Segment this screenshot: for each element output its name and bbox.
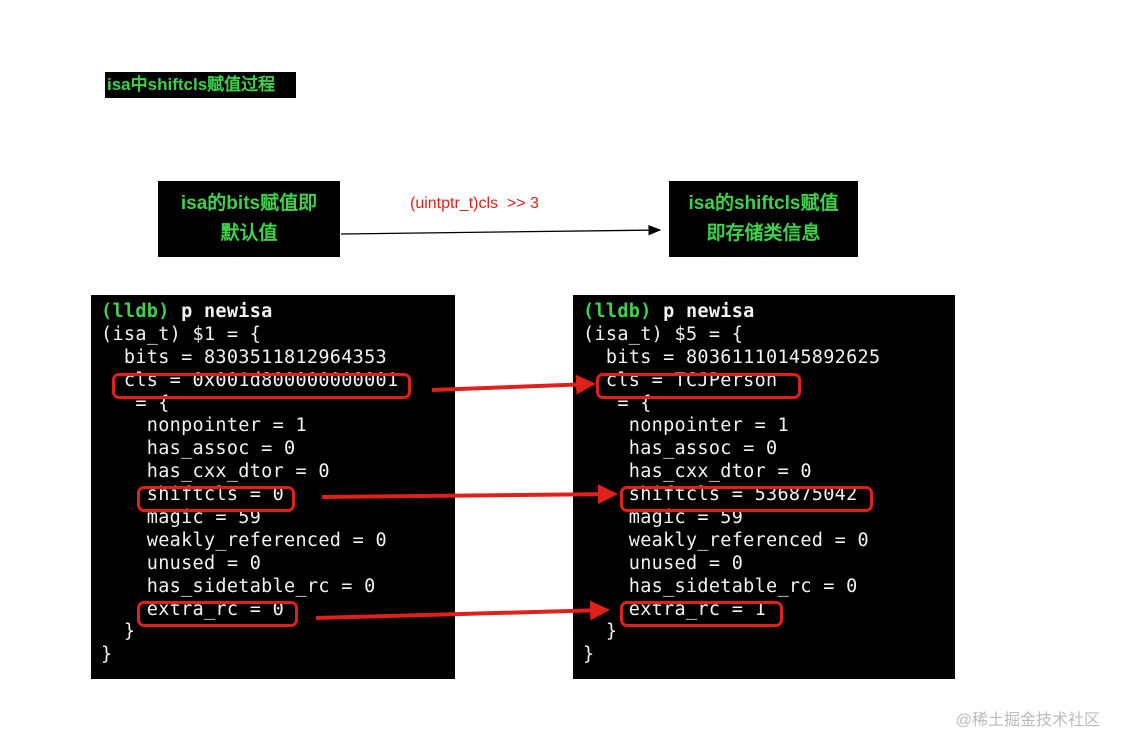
code-line: nonpointer = 1 bbox=[583, 415, 789, 437]
code-line: weakly_referenced = 0 bbox=[101, 529, 387, 551]
highlight-extra-rc-left bbox=[137, 601, 298, 627]
code-line: bits = 8036111014589262​5 bbox=[583, 346, 881, 368]
code-line: } bbox=[101, 621, 136, 643]
code-line: weakly_referenced = 0 bbox=[583, 529, 869, 551]
prompt: (lldb) bbox=[583, 301, 652, 322]
highlight-shiftcls-left bbox=[137, 486, 295, 512]
code-line: shiftcls = 0 bbox=[101, 484, 285, 506]
highlight-shiftcls-right bbox=[620, 486, 873, 512]
highlight-cls-right bbox=[596, 373, 801, 399]
code-line: unused = 0 bbox=[583, 552, 744, 574]
code-line: has_assoc = 0 bbox=[101, 438, 296, 460]
watermark: @稀土掘金技术社区 bbox=[955, 712, 1100, 729]
code-line: magic = 59 bbox=[583, 507, 744, 529]
code-line: (isa_t) $1 = { bbox=[101, 323, 262, 345]
node-bits-default: isa的bits赋值即 默认值 bbox=[158, 181, 340, 257]
code-line: has_assoc = 0 bbox=[583, 438, 778, 460]
command: p newisa bbox=[651, 301, 755, 322]
code-line: magic = 59 bbox=[101, 507, 262, 529]
code-line: shiftcls = 536875042 bbox=[583, 484, 858, 506]
highlight-extra-rc-right bbox=[620, 601, 783, 627]
code-line: = { bbox=[101, 392, 170, 414]
command: p newisa bbox=[169, 301, 273, 322]
edge-label: (uintptr_t)cls >> 3 bbox=[410, 195, 539, 212]
code-line: } bbox=[583, 621, 618, 643]
code-line: unused = 0 bbox=[101, 552, 262, 574]
code-line: = { bbox=[583, 392, 652, 414]
code-line: has_sidetable_rc = 0 bbox=[101, 575, 376, 597]
diagram-title: isa中shiftcls赋值过程 bbox=[105, 72, 296, 98]
highlight-cls-left bbox=[112, 373, 411, 399]
prompt: (lldb) bbox=[101, 301, 170, 322]
code-line: has_sidetable_rc = 0 bbox=[583, 575, 858, 597]
code-line: bits = 8303511812964353 bbox=[101, 346, 387, 368]
node-shiftcls-assign: isa的shiftcls赋值 即存储类信息 bbox=[669, 181, 858, 257]
code-line: } bbox=[101, 644, 113, 666]
extra-rc-arrow bbox=[315, 600, 610, 621]
cls-arrow bbox=[431, 374, 596, 395]
code-line: has_cxx_dtor = 0 bbox=[101, 461, 330, 483]
code-line: has_cxx_dtor = 0 bbox=[583, 461, 812, 483]
transform-arrow bbox=[340, 224, 662, 236]
code-line: nonpointer = 1 bbox=[101, 415, 307, 437]
code-line: (isa_t) $5 = { bbox=[583, 323, 744, 345]
shiftcls-arrow bbox=[321, 484, 618, 505]
code-line: } bbox=[583, 644, 595, 666]
